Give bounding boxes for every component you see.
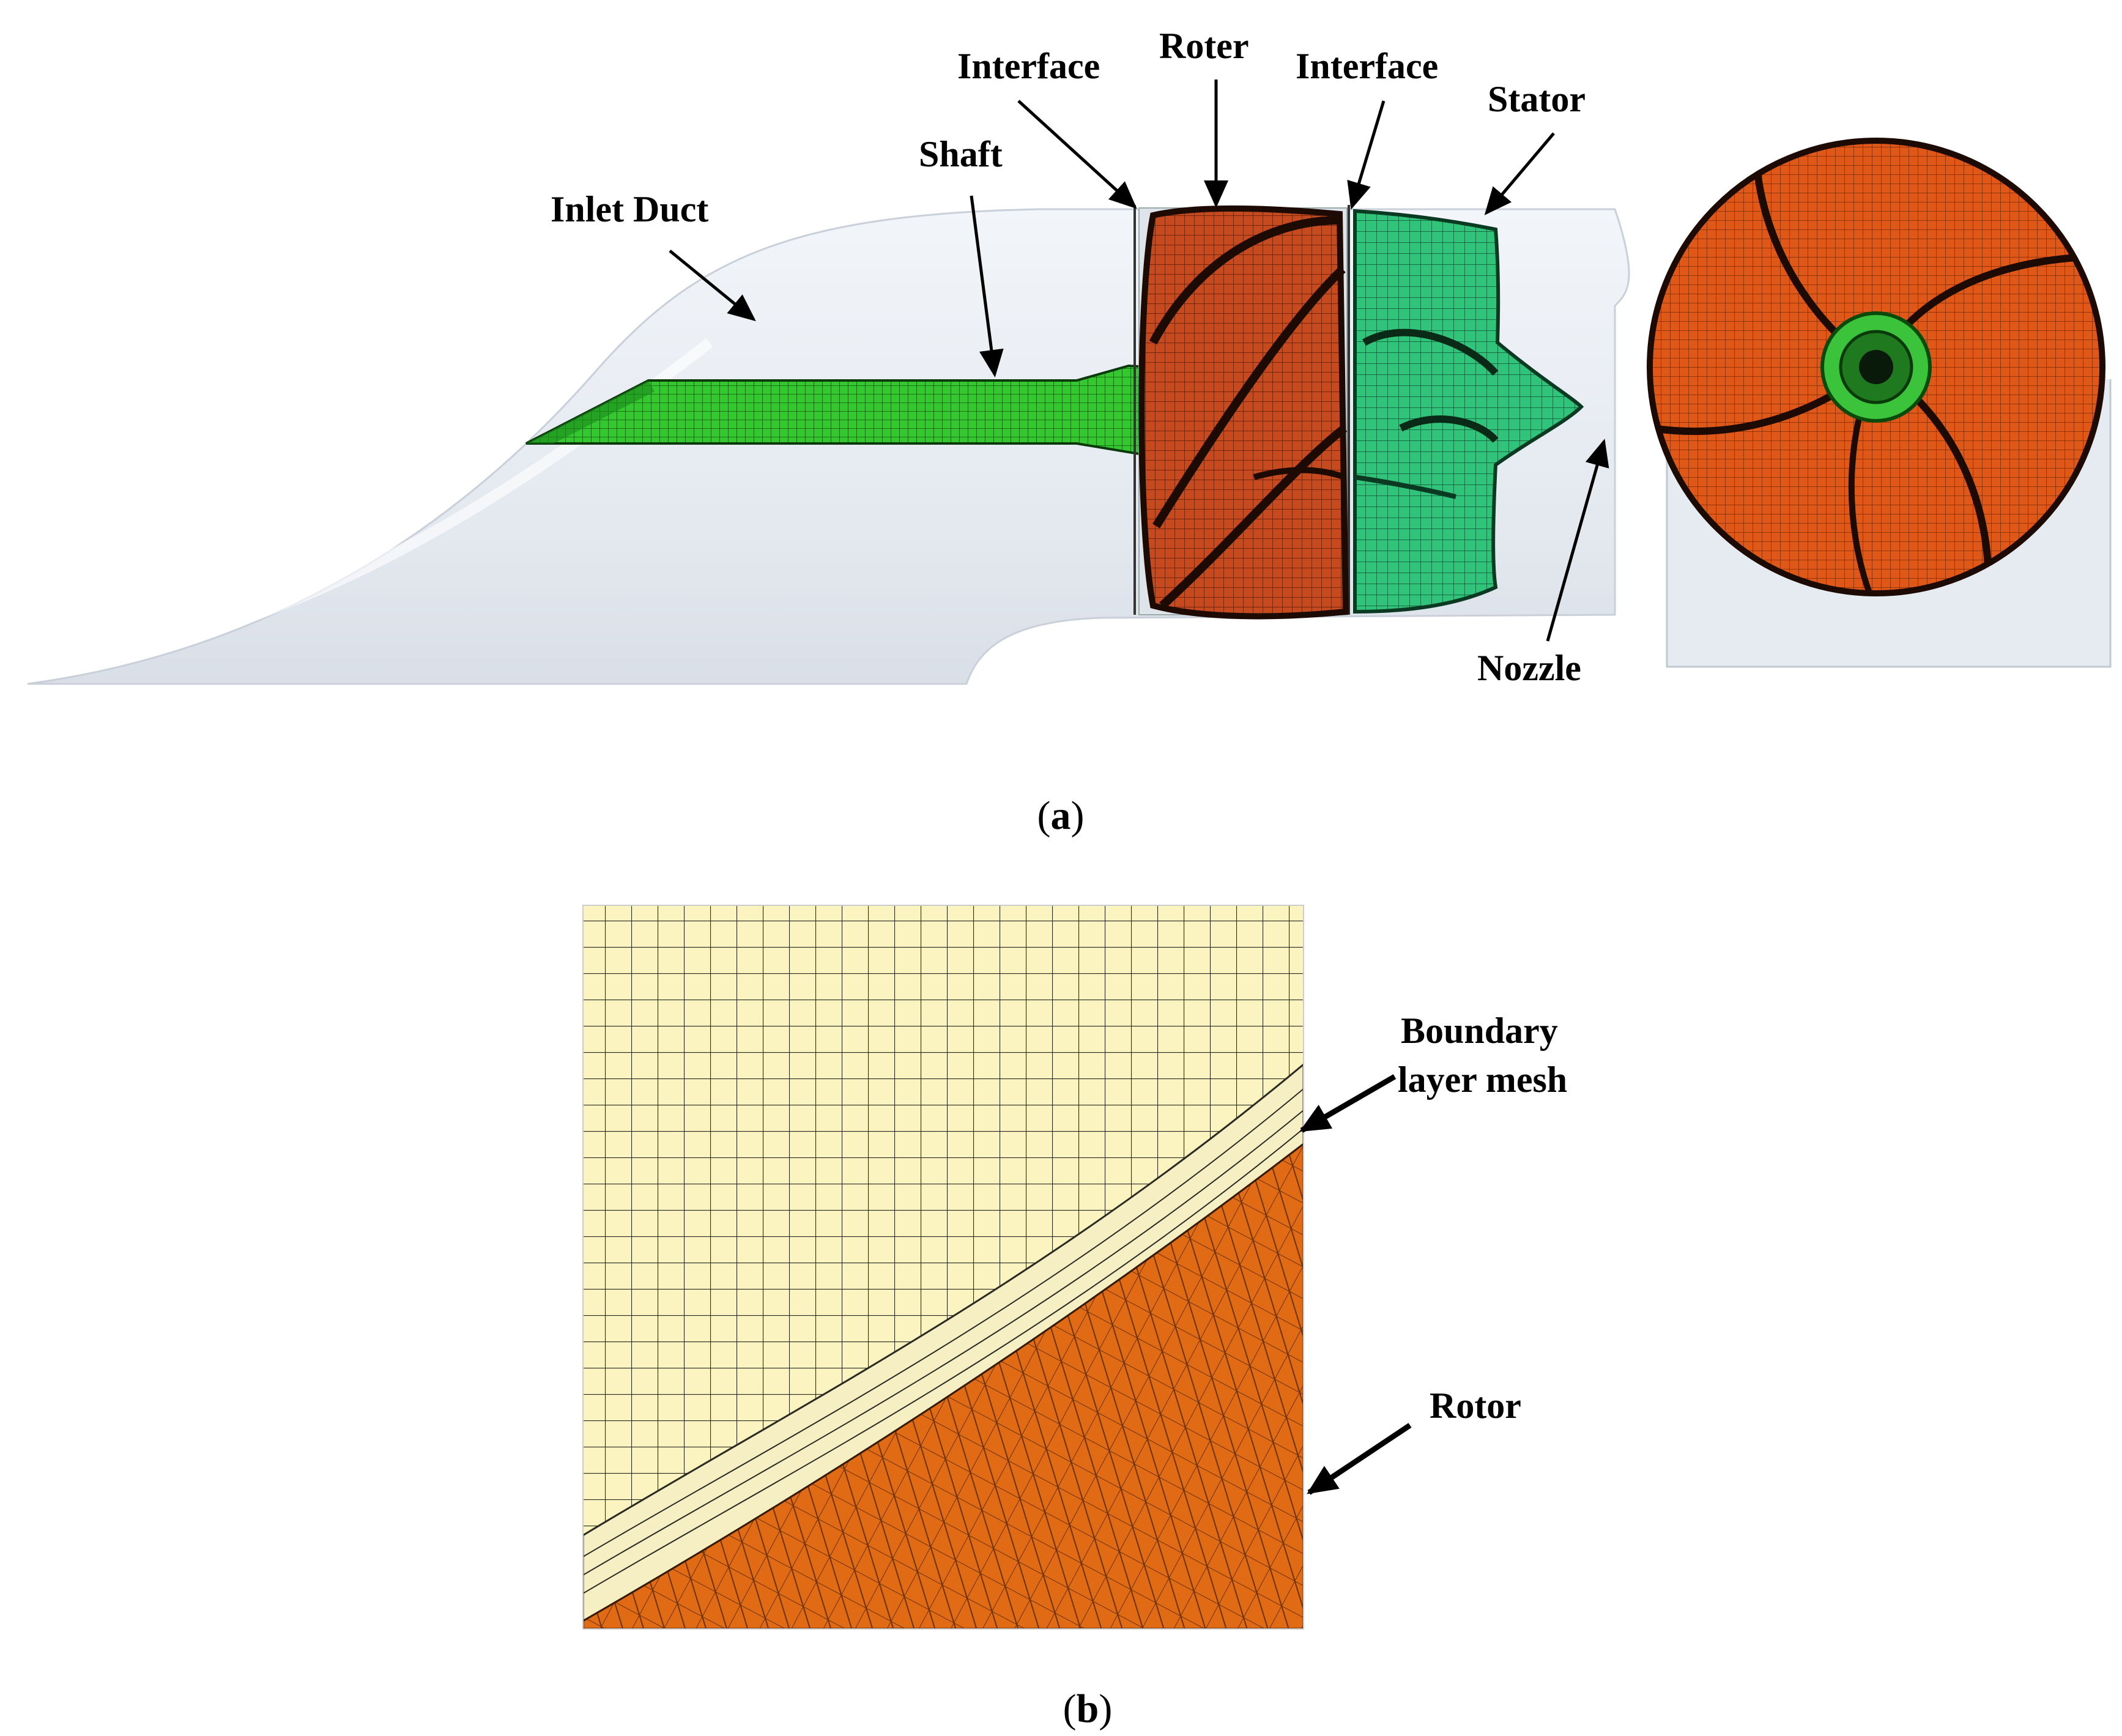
label-stator: Stator xyxy=(1488,79,1586,119)
label-boundary-layer-line1: Boundary xyxy=(1401,1011,1558,1051)
shaft-tip-shade xyxy=(526,380,655,443)
label-shaft: Shaft xyxy=(919,134,1003,174)
label-interface-left: Interface xyxy=(957,46,1100,86)
label-inlet-duct: Inlet Duct xyxy=(551,189,708,229)
panel-b: Boundary layer mesh Rotor (b) xyxy=(582,905,1567,1731)
rotor-end-view xyxy=(1647,138,2112,668)
arrow-interface-right xyxy=(1347,100,1386,210)
arrow-stator xyxy=(1484,132,1555,215)
label-interface-right: Interface xyxy=(1296,46,1438,86)
label-boundary-layer-line2: layer mesh xyxy=(1398,1059,1567,1100)
rotor-mesh xyxy=(1138,205,1349,620)
closeup-frame xyxy=(582,905,1304,1630)
label-nozzle: Nozzle xyxy=(1477,648,1581,688)
arrow-rotor xyxy=(1307,1423,1412,1495)
boundary-layer-closeup xyxy=(583,905,1304,1629)
arrow-interface-left xyxy=(1017,100,1137,209)
caption-a: (a) xyxy=(1037,793,1085,838)
label-rotor: Rotor xyxy=(1430,1385,1521,1426)
rotor-region xyxy=(583,1143,1304,1629)
stator-mesh xyxy=(1353,209,1584,614)
arrow-inlet-duct xyxy=(669,250,756,322)
label-roter: Roter xyxy=(1159,26,1249,66)
arrow-boundary-layer xyxy=(1299,1074,1397,1133)
caption-b: (b) xyxy=(1063,1686,1113,1731)
arrow-nozzle xyxy=(1546,439,1609,642)
panel-a: Inlet Duct Shaft Interface Roter Interfa… xyxy=(27,26,2112,838)
arrow-shaft xyxy=(970,195,1004,377)
